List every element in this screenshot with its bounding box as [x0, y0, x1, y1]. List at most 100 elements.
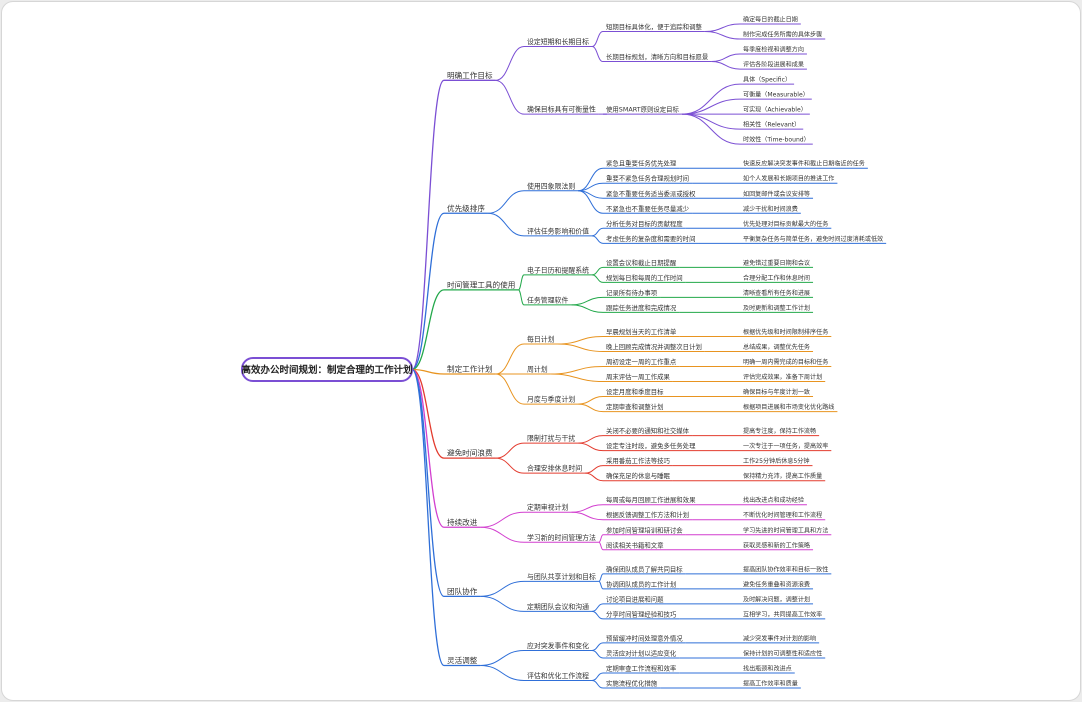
- topic-label[interactable]: 设定月度和季度目标: [606, 387, 664, 396]
- leaf-label[interactable]: 避免任务重叠和资源浪费: [743, 580, 810, 588]
- topic-label[interactable]: 晚上回顾完成情况并调整次日计划: [606, 342, 702, 351]
- leaf-label[interactable]: 及时更新和调整工作计划: [743, 304, 810, 312]
- topic-label[interactable]: 长期目标规划，清晰方向和目标愿景: [606, 52, 709, 61]
- topic-label[interactable]: 评估任务影响和价值: [527, 226, 589, 235]
- topic-label[interactable]: 评估和优化工作流程: [527, 671, 589, 680]
- leaf-label[interactable]: 工作25分钟后休息5分钟: [743, 457, 809, 465]
- topic-label[interactable]: 学习新的时间管理方法: [527, 533, 596, 542]
- topic-label[interactable]: 关闭不必要的通知和社交媒体: [606, 426, 690, 435]
- topic-label[interactable]: 周计划: [527, 365, 548, 374]
- branch-label[interactable]: 时间管理工具的使用: [447, 279, 515, 289]
- topic-label[interactable]: 定期审查工作流程和效率: [606, 663, 677, 672]
- topic-label[interactable]: 规划每日和每周的工作时间: [606, 273, 683, 282]
- root-node[interactable]: [241, 357, 413, 382]
- topic-label[interactable]: 重要不紧急任务合理规划时间: [606, 174, 689, 183]
- leaf-label[interactable]: 减少突发事件对计划的影响: [743, 634, 816, 642]
- branch-label[interactable]: 制定工作计划: [447, 364, 493, 374]
- leaf-label[interactable]: 学习先进的时间管理工具和方法: [743, 526, 828, 534]
- topic-label[interactable]: 设置会议和截止日期提醒: [606, 258, 677, 267]
- topic-label[interactable]: 分享时间管理经验和技巧: [606, 609, 677, 618]
- leaf-label[interactable]: 不断优化时间管理和工作流程: [743, 511, 822, 519]
- leaf-label[interactable]: 快速反应解决突发事件和截止日期临近的任务: [743, 160, 865, 168]
- leaf-label[interactable]: 明确一周内需完成的目标和任务: [743, 358, 828, 366]
- topic-label[interactable]: 灵活应对计划以适应变化: [606, 648, 677, 657]
- topic-label[interactable]: 记录所有待办事项: [606, 288, 658, 297]
- topic-label[interactable]: 周初设定一周的工作重点: [606, 357, 677, 366]
- leaf-label[interactable]: 根据优先级和时间限制排序任务: [743, 328, 828, 336]
- leaf-label[interactable]: 减少干扰和时间浪费: [743, 205, 798, 213]
- leaf-label[interactable]: 避免错过重要日期和会议: [743, 259, 810, 267]
- topic-label[interactable]: 实施流程优化措施: [606, 679, 658, 688]
- leaf-label[interactable]: 总结成果，调整优先任务: [743, 343, 810, 351]
- topic-label[interactable]: 设定短期和长期目标: [527, 37, 589, 46]
- topic-label[interactable]: 确保充足的休息与睡眠: [606, 471, 671, 480]
- leaf-label[interactable]: 如回复邮件或会议安排等: [743, 190, 810, 198]
- leaf-label[interactable]: 平衡复杂任务与简单任务，避免时间过度消耗或低效: [743, 235, 883, 243]
- branch-label[interactable]: 灵活调整: [447, 655, 478, 665]
- topic-label[interactable]: 定期审视计划: [527, 503, 568, 512]
- leaf-label[interactable]: 找出改进点和成功经验: [743, 496, 804, 504]
- leaf-label[interactable]: 可实现（Achievable）: [743, 106, 807, 114]
- leaf-label[interactable]: 获取灵感和新的工作策略: [743, 541, 810, 549]
- leaf-label[interactable]: 制作完成任务所需的具体步骤: [743, 31, 822, 39]
- leaf-label[interactable]: 确保目标与年度计划一致: [743, 388, 810, 396]
- topic-label[interactable]: 使用四象限法则: [527, 181, 575, 190]
- topic-label[interactable]: 早晨规划当天的工作清单: [606, 327, 677, 336]
- topic-label[interactable]: 讨论项目进展和问题: [606, 594, 664, 603]
- leaf-label[interactable]: 保持精力充沛，提高工作质量: [743, 472, 822, 480]
- topic-label[interactable]: 每周或每月回顾工作进展和效果: [606, 495, 696, 504]
- topic-label[interactable]: 限制打扰与干扰: [527, 434, 575, 443]
- topic-label[interactable]: 合理安排休息时间: [527, 464, 582, 473]
- branch-label[interactable]: 持续改进: [447, 517, 478, 527]
- leaf-label[interactable]: 提高工作效率和质量: [743, 680, 798, 688]
- leaf-label[interactable]: 找出瓶颈和改进点: [743, 664, 792, 672]
- leaf-label[interactable]: 清晰查看所有任务和进展: [743, 289, 810, 297]
- branch-label[interactable]: 团队协作: [447, 586, 478, 596]
- leaf-label[interactable]: 根据项目进展和市场变化优化路线: [743, 403, 834, 411]
- topic-label[interactable]: 每日计划: [527, 334, 555, 343]
- topic-label[interactable]: 考虑任务的复杂度和需要的时间: [606, 234, 695, 243]
- leaf-label[interactable]: 每季度检视和调整方向: [743, 46, 804, 54]
- topic-label[interactable]: 应对突发事件和变化: [527, 641, 589, 650]
- topic-label[interactable]: 周末评估一周工作成果: [606, 372, 671, 381]
- topic-label[interactable]: 确保目标具有可衡量性: [527, 105, 596, 114]
- topic-label[interactable]: 参加时间管理培训和研讨会: [606, 525, 683, 534]
- topic-label[interactable]: 电子日历和提醒系统: [527, 265, 589, 274]
- topic-label[interactable]: 根据反馈调整工作方法和计划: [606, 510, 689, 519]
- topic-label[interactable]: 设定专注时段，避免多任务处理: [606, 441, 696, 450]
- leaf-label[interactable]: 如个人发展和长期项目的推进工作: [743, 175, 834, 183]
- leaf-label[interactable]: 时效性（Time-bound）: [743, 136, 810, 144]
- leaf-label[interactable]: 互相学习，共同提高工作效率: [743, 610, 822, 618]
- topic-label[interactable]: 紧急不重要任务适当委派或授权: [606, 189, 696, 198]
- branch-label[interactable]: 明确工作目标: [447, 70, 493, 80]
- topic-label[interactable]: 定期团队会议和沟通: [527, 602, 589, 611]
- leaf-label[interactable]: 合理分配工作和休息时间: [743, 274, 810, 282]
- topic-label[interactable]: 与团队共享计划和目标: [527, 572, 596, 581]
- leaf-label[interactable]: 提高团队协作效率和目标一致性: [743, 565, 828, 573]
- leaf-label[interactable]: 评估完成效果，准备下周计划: [743, 373, 822, 381]
- branch-label[interactable]: 避免时间浪费: [447, 448, 493, 458]
- leaf-label[interactable]: 评估各阶段进展和成果: [743, 61, 804, 69]
- topic-label[interactable]: 确保团队成员了解共同目标: [606, 564, 683, 573]
- leaf-label[interactable]: 提高专注度，保持工作流畅: [743, 427, 816, 435]
- leaf-label[interactable]: 一次专注于一项任务，提高效率: [743, 442, 828, 450]
- topic-label[interactable]: 使用SMART原则设定目标: [606, 105, 680, 114]
- branch-label[interactable]: 优先级排序: [447, 203, 485, 213]
- topic-label[interactable]: 紧急且重要任务优先处理: [606, 159, 677, 168]
- leaf-label[interactable]: 相关性（Relevant）: [743, 121, 800, 129]
- topic-label[interactable]: 跟踪任务进度和完成情况: [606, 303, 677, 312]
- topic-label[interactable]: 月度与季度计划: [527, 395, 575, 404]
- topic-label[interactable]: 短期目标具体化，便于追踪和调整: [606, 22, 702, 31]
- topic-label[interactable]: 定期审查和调整计划: [606, 402, 664, 411]
- topic-label[interactable]: 预留缓冲时间处理意外情况: [606, 633, 683, 642]
- leaf-label[interactable]: 确定每日的截止日期: [743, 16, 798, 24]
- topic-label[interactable]: 不紧急也不重要任务尽量减少: [606, 204, 690, 213]
- leaf-label[interactable]: 及时解决问题，调整计划: [743, 595, 810, 603]
- topic-label[interactable]: 阅读相关书籍和文章: [606, 540, 664, 549]
- topic-label[interactable]: 分析任务对目标的贡献程度: [606, 219, 683, 228]
- topic-label[interactable]: 采用番茄工作法等技巧: [606, 456, 671, 465]
- leaf-label[interactable]: 保持计划的可调整性和适应性: [743, 649, 822, 657]
- leaf-label[interactable]: 优先处理对目标贡献最大的任务: [743, 220, 828, 228]
- leaf-label[interactable]: 具体（Specific）: [743, 76, 791, 84]
- leaf-label[interactable]: 可衡量（Measurable）: [743, 91, 809, 99]
